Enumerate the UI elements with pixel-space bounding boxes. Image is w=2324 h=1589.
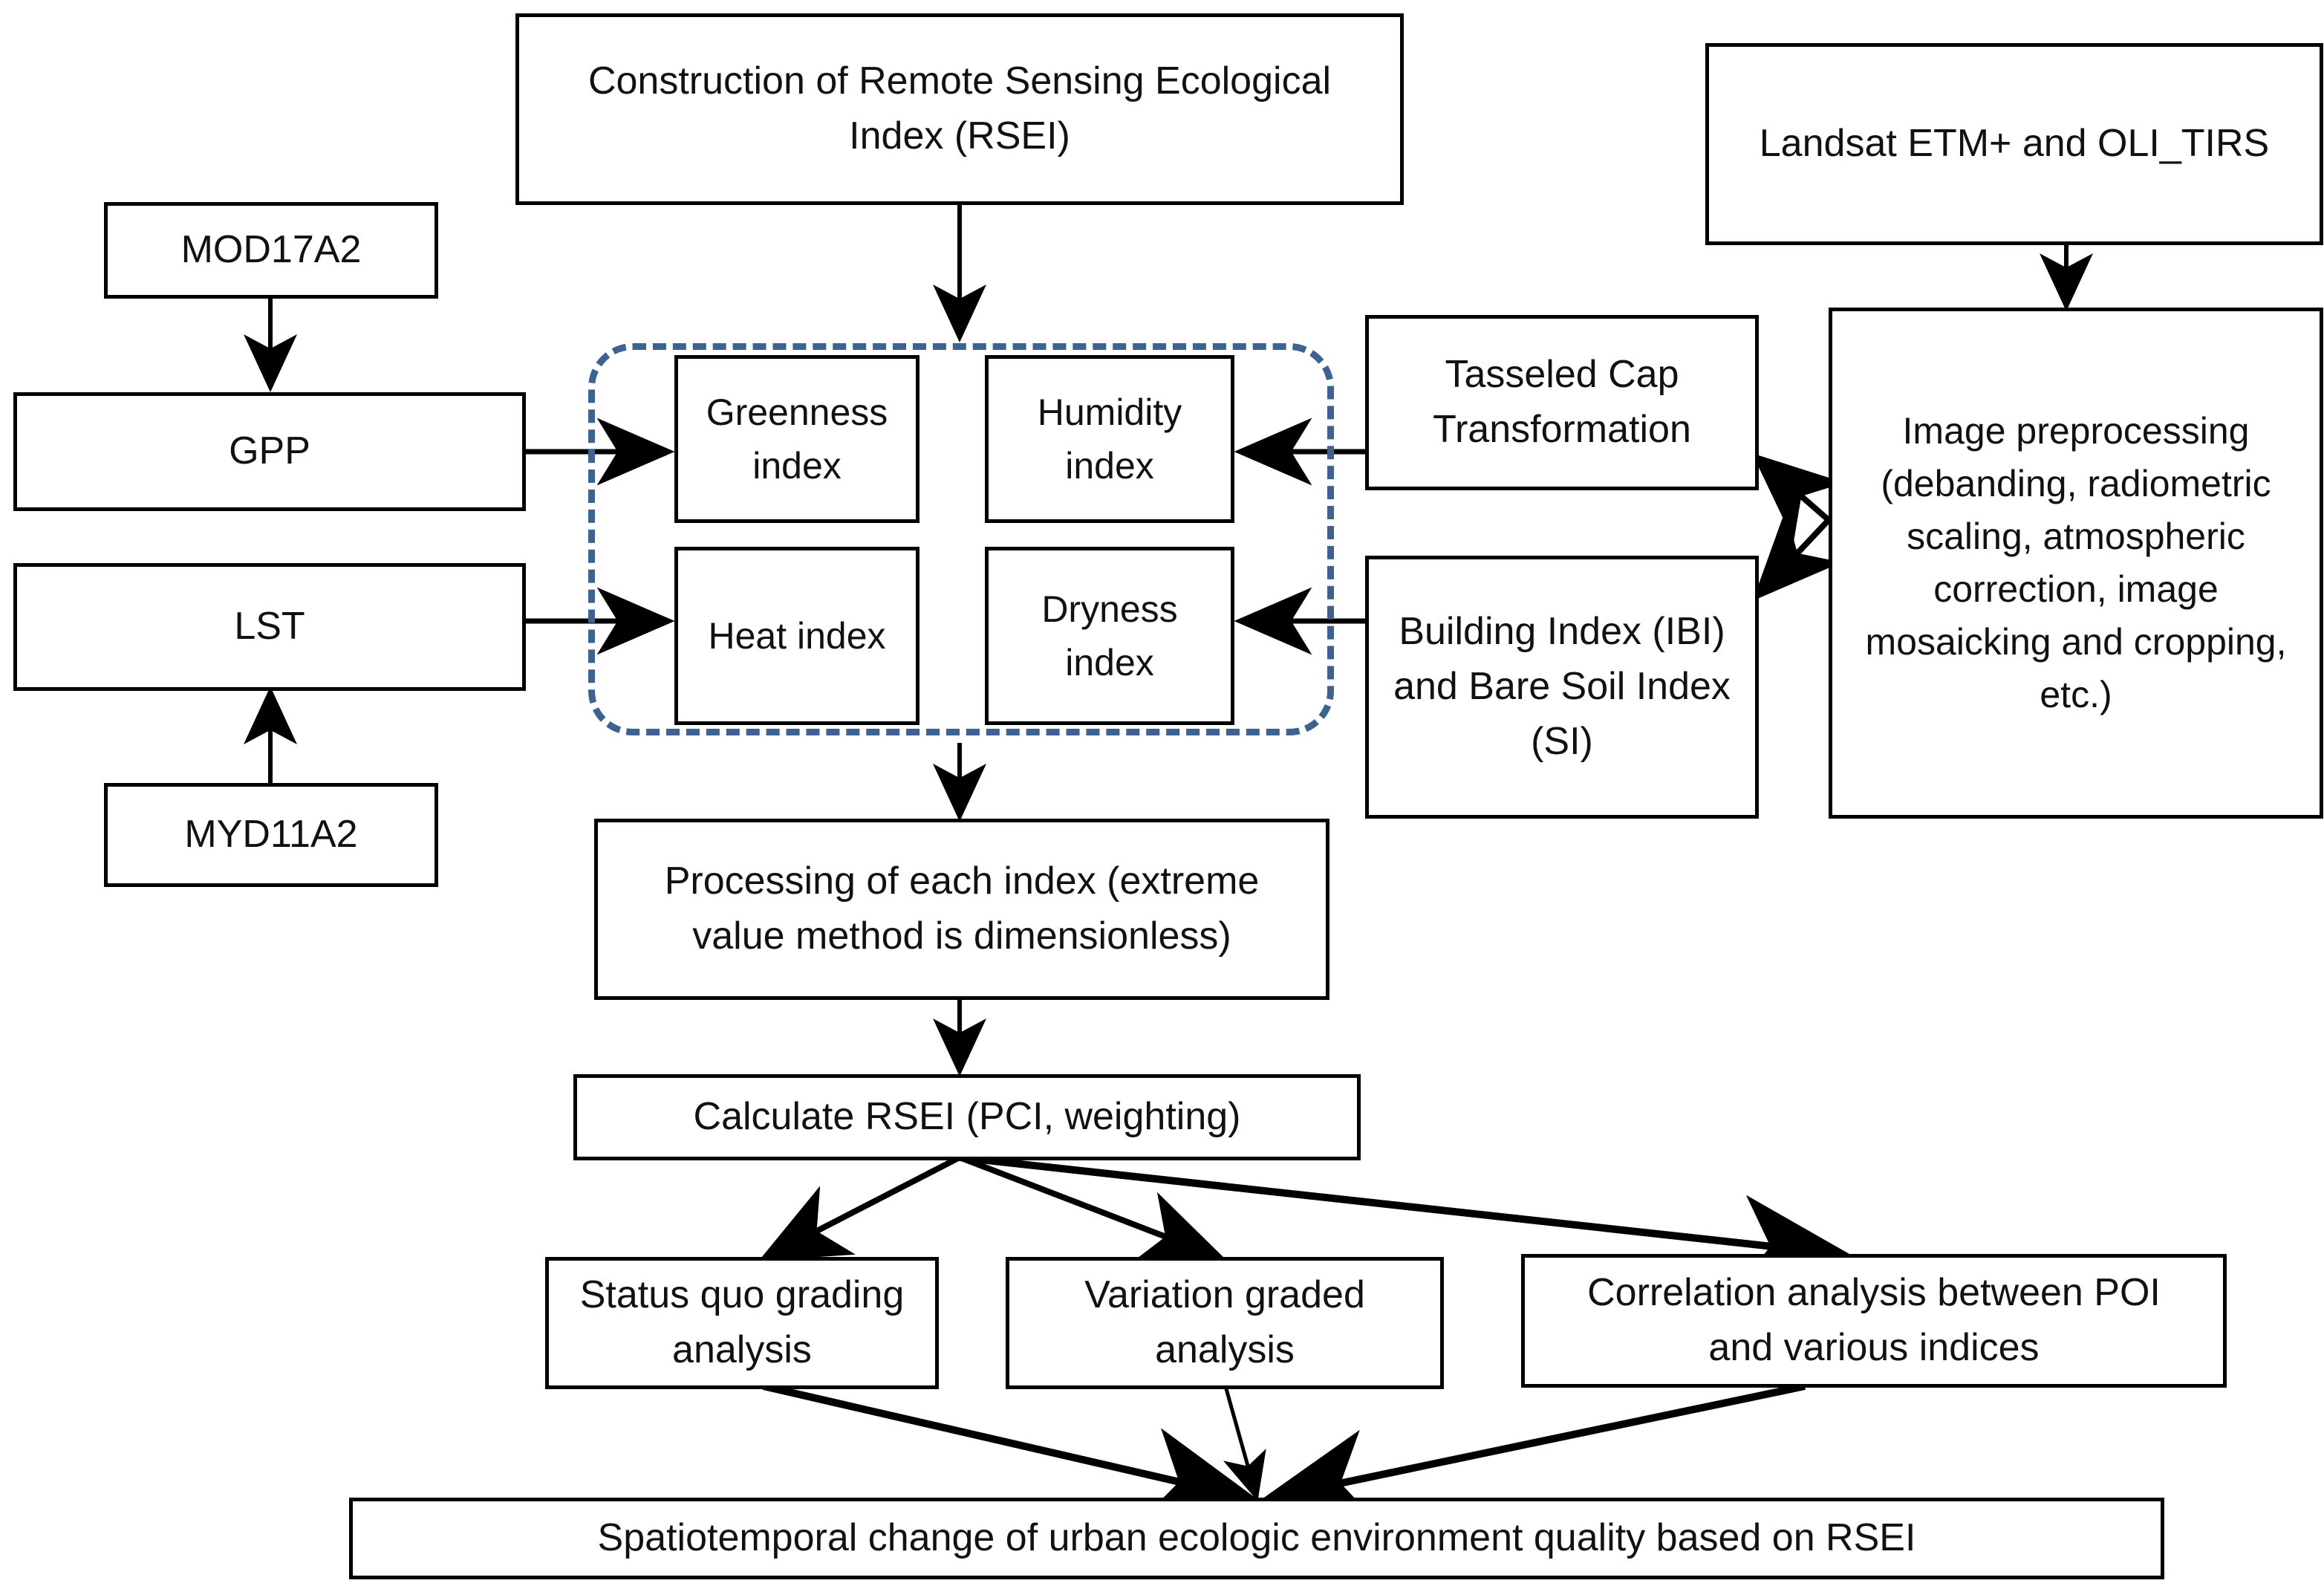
node-building-bare-soil-index-label: Building Index (IBI) and Bare Soil Index… <box>1393 610 1731 763</box>
node-myd11a2[interactable]: MYD11A2 <box>104 783 438 887</box>
node-correlation-analysis-label: Correlation analysis between POI and var… <box>1587 1271 2161 1369</box>
node-dryness-index-label: Dryness index <box>1041 588 1178 684</box>
node-rsei-construction[interactable]: Construction of Remote Sensing Ecologica… <box>515 13 1404 205</box>
node-variation-graded-analysis-label: Variation graded analysis <box>1084 1273 1365 1371</box>
node-landsat-source-label: Landsat ETM+ and OLI_TIRS <box>1759 122 2270 166</box>
edge-correlation-to-conclusion <box>1260 1382 1806 1525</box>
node-building-bare-soil-index[interactable]: Building Index (IBI) and Bare Soil Index… <box>1365 556 1759 819</box>
node-dryness-index[interactable]: Dryness index <box>985 547 1234 725</box>
edge-calculate-to-correlation <box>959 1154 1852 1291</box>
node-lst-label: LST <box>234 605 305 649</box>
node-heat-index-label: Heat index <box>708 614 886 657</box>
node-rsei-construction-label: Construction of Remote Sensing Ecologica… <box>587 59 1332 157</box>
node-humidity-index-label: Humidity index <box>1037 391 1182 487</box>
node-conclusion-label: Spatiotemporal change of urban ecologic … <box>597 1516 1916 1560</box>
node-heat-index[interactable]: Heat index <box>674 547 919 725</box>
node-correlation-analysis[interactable]: Correlation analysis between POI and var… <box>1521 1254 2227 1388</box>
node-image-preprocessing[interactable]: Image preprocessing (debanding, radiomet… <box>1829 308 2323 819</box>
node-greenness-index-label: Greenness index <box>706 391 888 487</box>
node-processing-each-index[interactable]: Processing of each index (extreme value … <box>594 819 1329 1000</box>
node-greenness-index[interactable]: Greenness index <box>674 355 919 523</box>
edge-calculate-to-statusquo <box>758 1154 961 1261</box>
edge-variation-to-conclusion <box>1223 1385 1266 1501</box>
node-tasseled-cap-transformation-label: Tasseled Cap Transformation <box>1433 353 1691 451</box>
node-image-preprocessing-label: Image preprocessing (debanding, radiomet… <box>1865 410 2287 715</box>
edge-preprocessing-to-buildingindex <box>1752 509 1842 601</box>
node-humidity-index[interactable]: Humidity index <box>985 355 1234 523</box>
node-status-quo-grading-analysis[interactable]: Status quo grading analysis <box>545 1257 939 1389</box>
node-processing-each-index-label: Processing of each index (extreme value … <box>664 860 1260 958</box>
node-gpp-label: GPP <box>229 429 310 473</box>
node-myd11a2-label: MYD11A2 <box>184 813 358 857</box>
edge-statusquo-to-conclusion <box>762 1382 1259 1523</box>
node-variation-graded-analysis[interactable]: Variation graded analysis <box>1006 1257 1444 1389</box>
node-lst[interactable]: LST <box>13 563 526 691</box>
node-gpp[interactable]: GPP <box>13 392 526 511</box>
edge-calculate-to-variation <box>958 1154 1227 1264</box>
node-status-quo-grading-analysis-label: Status quo grading analysis <box>579 1273 905 1371</box>
node-mod17a2-label: MOD17A2 <box>180 228 362 272</box>
node-mod17a2[interactable]: MOD17A2 <box>104 202 438 299</box>
node-tasseled-cap-transformation[interactable]: Tasseled Cap Transformation <box>1365 315 1759 490</box>
node-conclusion-spatiotemporal-change[interactable]: Spatiotemporal change of urban ecologic … <box>349 1498 2164 1579</box>
rsei-index-group <box>588 343 1334 735</box>
node-landsat-source[interactable]: Landsat ETM+ and OLI_TIRS <box>1705 43 2323 245</box>
edge-preprocessing-to-tasseledcap <box>1751 453 1845 542</box>
node-calculate-rsei[interactable]: Calculate RSEI (PCI, weighting) <box>573 1074 1361 1160</box>
node-calculate-rsei-label: Calculate RSEI (PCI, weighting) <box>693 1095 1241 1139</box>
